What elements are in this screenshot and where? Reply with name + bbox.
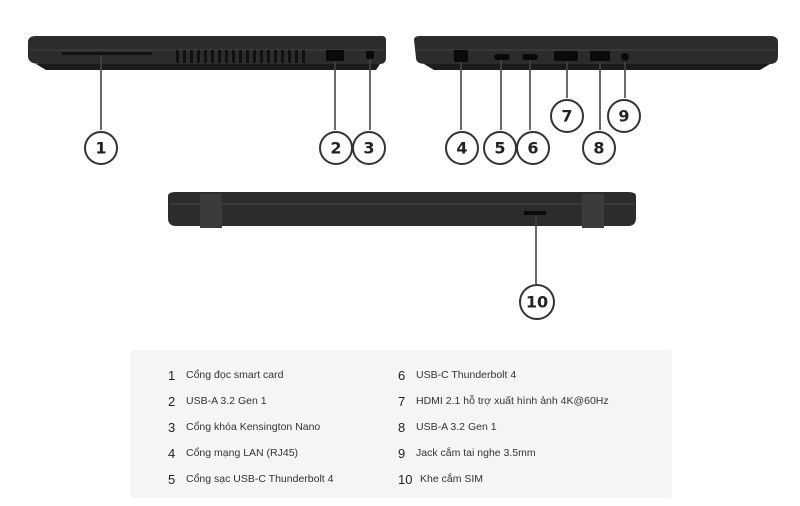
legend-number: 8 — [398, 419, 406, 435]
laptop-ports-diagram: 1 2 3 4 5 6 7 8 9 10 — [28, 36, 778, 320]
legend-column-right: 6 USB-C Thunderbolt 4 7 HDMI 2.1 hỗ trợ xu… — [398, 362, 609, 492]
hdmi-port — [554, 51, 578, 61]
legend-label: HDMI 2.1 hỗ trợ xuất hình ảnh 4K@60Hz — [416, 395, 609, 407]
usb-a-port-right — [326, 50, 344, 61]
callout-7: 7 — [550, 99, 584, 133]
callout-2: 2 — [319, 131, 353, 165]
callout-5: 5 — [483, 131, 517, 165]
legend-item: 8 USB-A 3.2 Gen 1 — [398, 414, 609, 440]
svg-text:3: 3 — [363, 139, 374, 158]
laptop-right-side-view — [28, 36, 386, 70]
usb-c-thunderbolt-port — [522, 54, 538, 60]
legend-number: 7 — [398, 393, 406, 409]
laptop-rear-view — [168, 192, 636, 228]
kensington-slot — [366, 51, 374, 59]
callout-10: 10 — [519, 284, 555, 320]
svg-text:5: 5 — [494, 139, 505, 158]
legend-label: Cổng sạc USB-C Thunderbolt 4 — [186, 473, 334, 485]
svg-text:7: 7 — [561, 107, 572, 126]
svg-text:2: 2 — [330, 139, 341, 158]
legend-label: USB-C Thunderbolt 4 — [416, 369, 517, 381]
legend-label: USB-A 3.2 Gen 1 — [186, 395, 267, 407]
legend-item: 5 Cổng sạc USB-C Thunderbolt 4 — [168, 466, 333, 492]
legend-number: 2 — [168, 393, 176, 409]
smart-card-slot — [62, 52, 152, 55]
legend-label: Jack cắm tai nghe 3.5mm — [416, 447, 536, 459]
legend-number: 4 — [168, 445, 176, 461]
usb-a-port-left — [590, 51, 610, 61]
sim-slot — [524, 211, 546, 215]
legend-number: 10 — [398, 471, 413, 487]
svg-text:9: 9 — [618, 107, 629, 126]
legend-label: Khe cắm SIM — [420, 473, 484, 485]
svg-text:8: 8 — [593, 139, 604, 158]
legend-item: 3 Cổng khóa Kensington Nano — [168, 414, 333, 440]
svg-text:1: 1 — [95, 139, 106, 158]
svg-text:4: 4 — [456, 139, 467, 158]
callout-1: 1 — [84, 131, 118, 165]
leader-lines — [100, 55, 626, 284]
legend-number: 3 — [168, 419, 176, 435]
audio-jack — [621, 53, 629, 61]
legend-label: Cổng đọc smart card — [186, 369, 284, 381]
legend-item: 7 HDMI 2.1 hỗ trợ xuất hình ảnh 4K@60Hz — [398, 388, 609, 414]
laptop-left-side-view — [414, 36, 778, 70]
legend-label: Cổng khóa Kensington Nano — [186, 421, 321, 433]
legend-number: 6 — [398, 367, 406, 383]
callout-6: 6 — [516, 131, 550, 165]
callout-3: 3 — [352, 131, 386, 165]
legend-item: 2 USB-A 3.2 Gen 1 — [168, 388, 333, 414]
vent-grille — [176, 50, 305, 63]
legend-number: 5 — [168, 471, 176, 487]
svg-text:6: 6 — [527, 139, 538, 158]
legend-label: Cổng mạng LAN (RJ45) — [186, 447, 299, 459]
rj45-port — [454, 50, 468, 62]
legend-item: 1 Cổng đọc smart card — [168, 362, 333, 388]
legend-item: 9 Jack cắm tai nghe 3.5mm — [398, 440, 609, 466]
legend-item: 10 Khe cắm SIM — [398, 466, 609, 492]
svg-text:10: 10 — [526, 293, 548, 312]
legend-item: 4 Cổng mạng LAN (RJ45) — [168, 440, 333, 466]
legend-label: USB-A 3.2 Gen 1 — [416, 421, 497, 433]
legend-item: 6 USB-C Thunderbolt 4 — [398, 362, 609, 388]
legend-number: 1 — [168, 367, 176, 383]
usb-c-charging-port — [494, 54, 510, 60]
callout-4: 4 — [445, 131, 479, 165]
callout-8: 8 — [582, 131, 616, 165]
legend-number: 9 — [398, 445, 406, 461]
callout-9: 9 — [607, 99, 641, 133]
